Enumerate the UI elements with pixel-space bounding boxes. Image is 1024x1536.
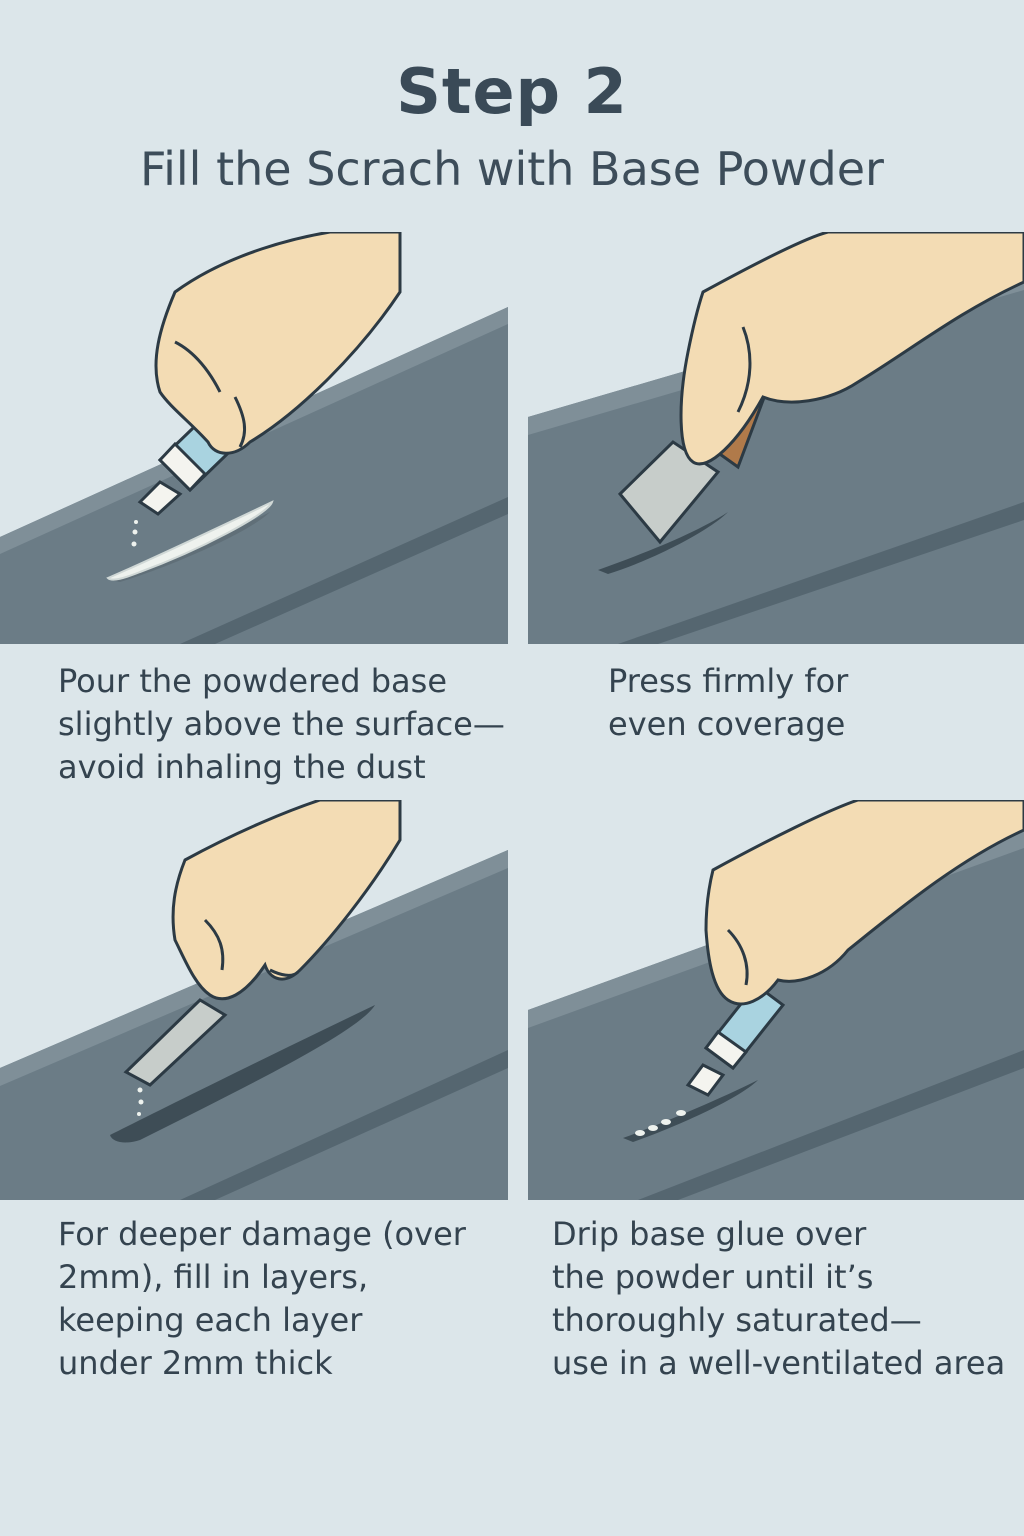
caption-line: Pour the powdered base bbox=[58, 662, 447, 700]
caption-drip-glue: Drip base glue over the powder until it’… bbox=[552, 1213, 1005, 1385]
illustration-drip-glue bbox=[528, 800, 1024, 1200]
scraper-tool-icon bbox=[123, 998, 228, 1087]
caption-line: slightly above the surface— bbox=[58, 705, 505, 743]
powder-line-icon bbox=[106, 500, 274, 581]
caption-line: even coverage bbox=[608, 705, 846, 743]
caption-fill-layers: For deeper damage (over 2mm), fill in la… bbox=[58, 1213, 466, 1385]
caption-line: Press firmly for bbox=[608, 662, 849, 700]
caption-line: use in a well-ventilated area bbox=[552, 1344, 1006, 1382]
caption-line: under 2mm thick bbox=[58, 1344, 333, 1382]
page-subtitle: Fill the Scrach with Base Powder bbox=[140, 142, 884, 196]
hand-icon bbox=[171, 800, 402, 1001]
caption-line: Drip base glue over bbox=[552, 1215, 867, 1253]
hand-icon bbox=[704, 800, 1024, 1006]
caption-line: thoroughly saturated— bbox=[552, 1301, 922, 1339]
caption-line: the powder until it’s bbox=[552, 1258, 874, 1296]
glue-bottle-icon bbox=[685, 982, 786, 1097]
caption-line: For deeper damage (over bbox=[58, 1215, 466, 1253]
caption-line: avoid inhaling the dust bbox=[58, 748, 426, 786]
caption-pour-powder: Pour the powdered base slightly above th… bbox=[58, 660, 505, 789]
page-title: Step 2 bbox=[396, 55, 628, 128]
hand-icon bbox=[154, 232, 402, 455]
illustration-pour-powder bbox=[0, 232, 508, 644]
hand-icon bbox=[679, 232, 1024, 466]
illustration-fill-layers bbox=[0, 800, 508, 1200]
illustration-press-firmly bbox=[528, 232, 1024, 644]
caption-line: keeping each layer bbox=[58, 1301, 363, 1339]
glue-drops-icon bbox=[635, 1110, 686, 1136]
caption-line: 2mm), fill in layers, bbox=[58, 1258, 369, 1296]
caption-press-firmly: Press firmly for even coverage bbox=[608, 660, 848, 746]
